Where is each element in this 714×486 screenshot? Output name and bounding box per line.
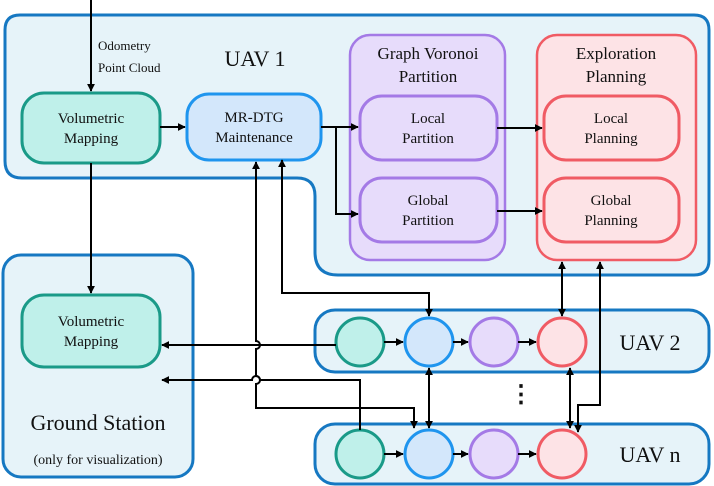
uav1-title: UAV 1 <box>225 46 286 71</box>
global-planning-label-line2: Planning <box>584 213 638 229</box>
uav2-planning-circle <box>536 316 588 368</box>
more-uavs-ellipsis: ⋮ <box>509 382 533 408</box>
local-partition-node <box>358 94 499 162</box>
local-planning-node <box>542 94 681 162</box>
exploration-title-line2: Planning <box>586 67 647 86</box>
gs-volumetric-mapping-label-line1: Volumetric <box>58 314 125 330</box>
global-planning-node <box>542 176 681 244</box>
ground-station-note: (only for visualization) <box>33 453 162 468</box>
volumetric-mapping-node <box>20 91 162 165</box>
uavn-dtg-circle <box>403 428 455 480</box>
global-partition-node <box>358 176 499 244</box>
mr-dtg-label-line1: MR-DTG <box>224 110 283 126</box>
mr-dtg-label-line2: Maintenance <box>215 130 293 146</box>
global-planning-label-line1: Global <box>591 193 632 209</box>
uavn-mapping-circle <box>334 428 386 480</box>
dtg-to-uavn-dtg-arrow <box>252 161 418 429</box>
local-partition-label-line2: Partition <box>402 131 454 147</box>
local-planning-label-line1: Local <box>594 111 628 127</box>
exploration-title-line1: Exploration <box>576 44 657 63</box>
point-cloud-label: Point Cloud <box>98 60 161 75</box>
mr-dtg-maintenance-node <box>185 92 323 162</box>
uavn-partition-circle <box>468 428 520 480</box>
uav2-mapping-circle <box>334 316 386 368</box>
planning-to-uavn-planning-arrow <box>574 261 604 433</box>
ground-station-volumetric-mapping-node <box>20 293 162 369</box>
uavn-title: UAV n <box>620 442 681 467</box>
uav2-title: UAV 2 <box>620 330 681 355</box>
ground-station-title: Ground Station <box>30 410 165 435</box>
odometry-label: Odometry <box>98 38 151 53</box>
uav2-dtg-circle <box>403 316 455 368</box>
gs-volumetric-mapping-label-line2: Mapping <box>64 334 119 350</box>
global-partition-label-line1: Global <box>408 193 449 209</box>
connectors <box>87 0 604 458</box>
uav2-partition-circle <box>468 316 520 368</box>
gvp-title-line2: Partition <box>399 67 458 86</box>
global-partition-label-line2: Partition <box>402 213 454 229</box>
volumetric-mapping-label-line1: Volumetric <box>58 111 125 127</box>
volumetric-mapping-label-line2: Mapping <box>64 131 119 147</box>
uavn-planning-circle <box>536 428 588 480</box>
local-partition-label-line1: Local <box>411 111 445 127</box>
local-planning-label-line2: Planning <box>584 131 638 147</box>
gvp-title-line1: Graph Voronoi <box>378 44 479 63</box>
